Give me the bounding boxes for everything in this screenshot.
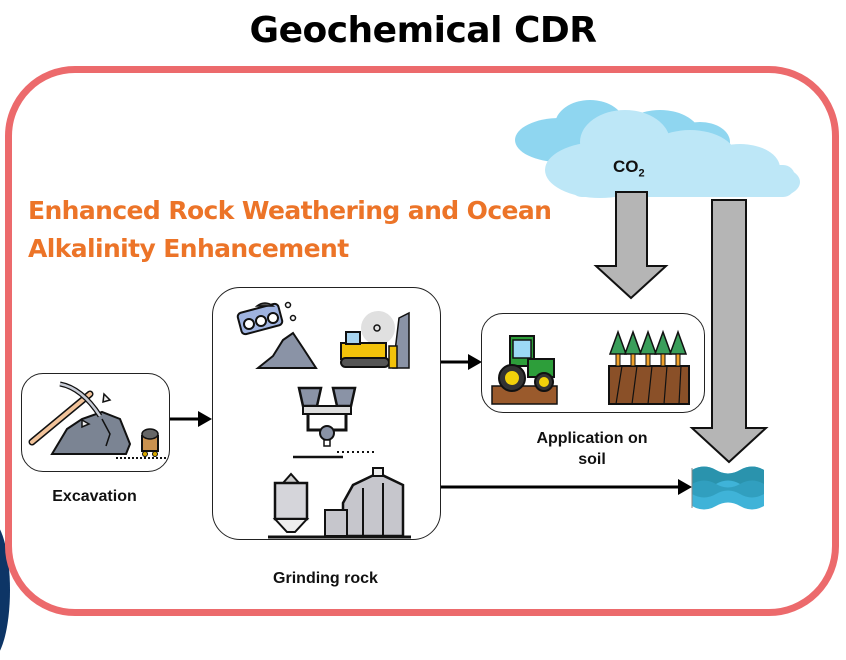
subtitle-line-2: Alkalinity Enhancement	[28, 234, 349, 263]
excavation-box	[21, 373, 170, 472]
application-label-line-1: Application on	[536, 430, 648, 447]
application-label: Application on soil	[481, 428, 703, 470]
grinding-icons	[236, 301, 411, 539]
field-trees-icon	[608, 329, 690, 405]
cloud-icon	[515, 100, 800, 198]
decorative-edge-shape	[0, 520, 10, 660]
silo-icon	[268, 467, 411, 539]
co2-arrow-to-ocean	[689, 199, 769, 464]
subtitle-line-1: Enhanced Rock Weathering and Ocean	[28, 196, 552, 225]
application-icons	[491, 329, 690, 405]
arrow-grinding-to-application	[441, 354, 482, 370]
excavation-icon	[28, 381, 166, 459]
excavation-label: Excavation	[52, 488, 137, 505]
bulldozer-icon	[340, 311, 410, 369]
page-title: Geochemical CDR	[249, 10, 597, 51]
grinding-box	[212, 287, 441, 540]
diagram-frame	[5, 66, 839, 616]
arrow-excavation-to-grinding	[170, 411, 212, 427]
arrow-grinding-to-ocean	[441, 479, 692, 495]
crusher-icon	[236, 301, 318, 369]
diagram-subtitle: Enhanced Rock Weathering and Ocean Alkal…	[28, 192, 552, 268]
co2-label: CO2	[613, 157, 645, 179]
application-box	[481, 313, 705, 413]
co2-text: CO	[613, 157, 639, 176]
tractor-icon	[491, 335, 558, 405]
application-label-line-2: soil	[578, 451, 606, 468]
atmosphere-graphic	[170, 100, 800, 510]
co2-subscript: 2	[638, 167, 645, 180]
grinding-label: Grinding rock	[273, 570, 378, 587]
grinder-icon	[293, 386, 375, 459]
ocean-water-icon	[691, 466, 764, 510]
co2-arrow-to-soil	[593, 191, 669, 300]
